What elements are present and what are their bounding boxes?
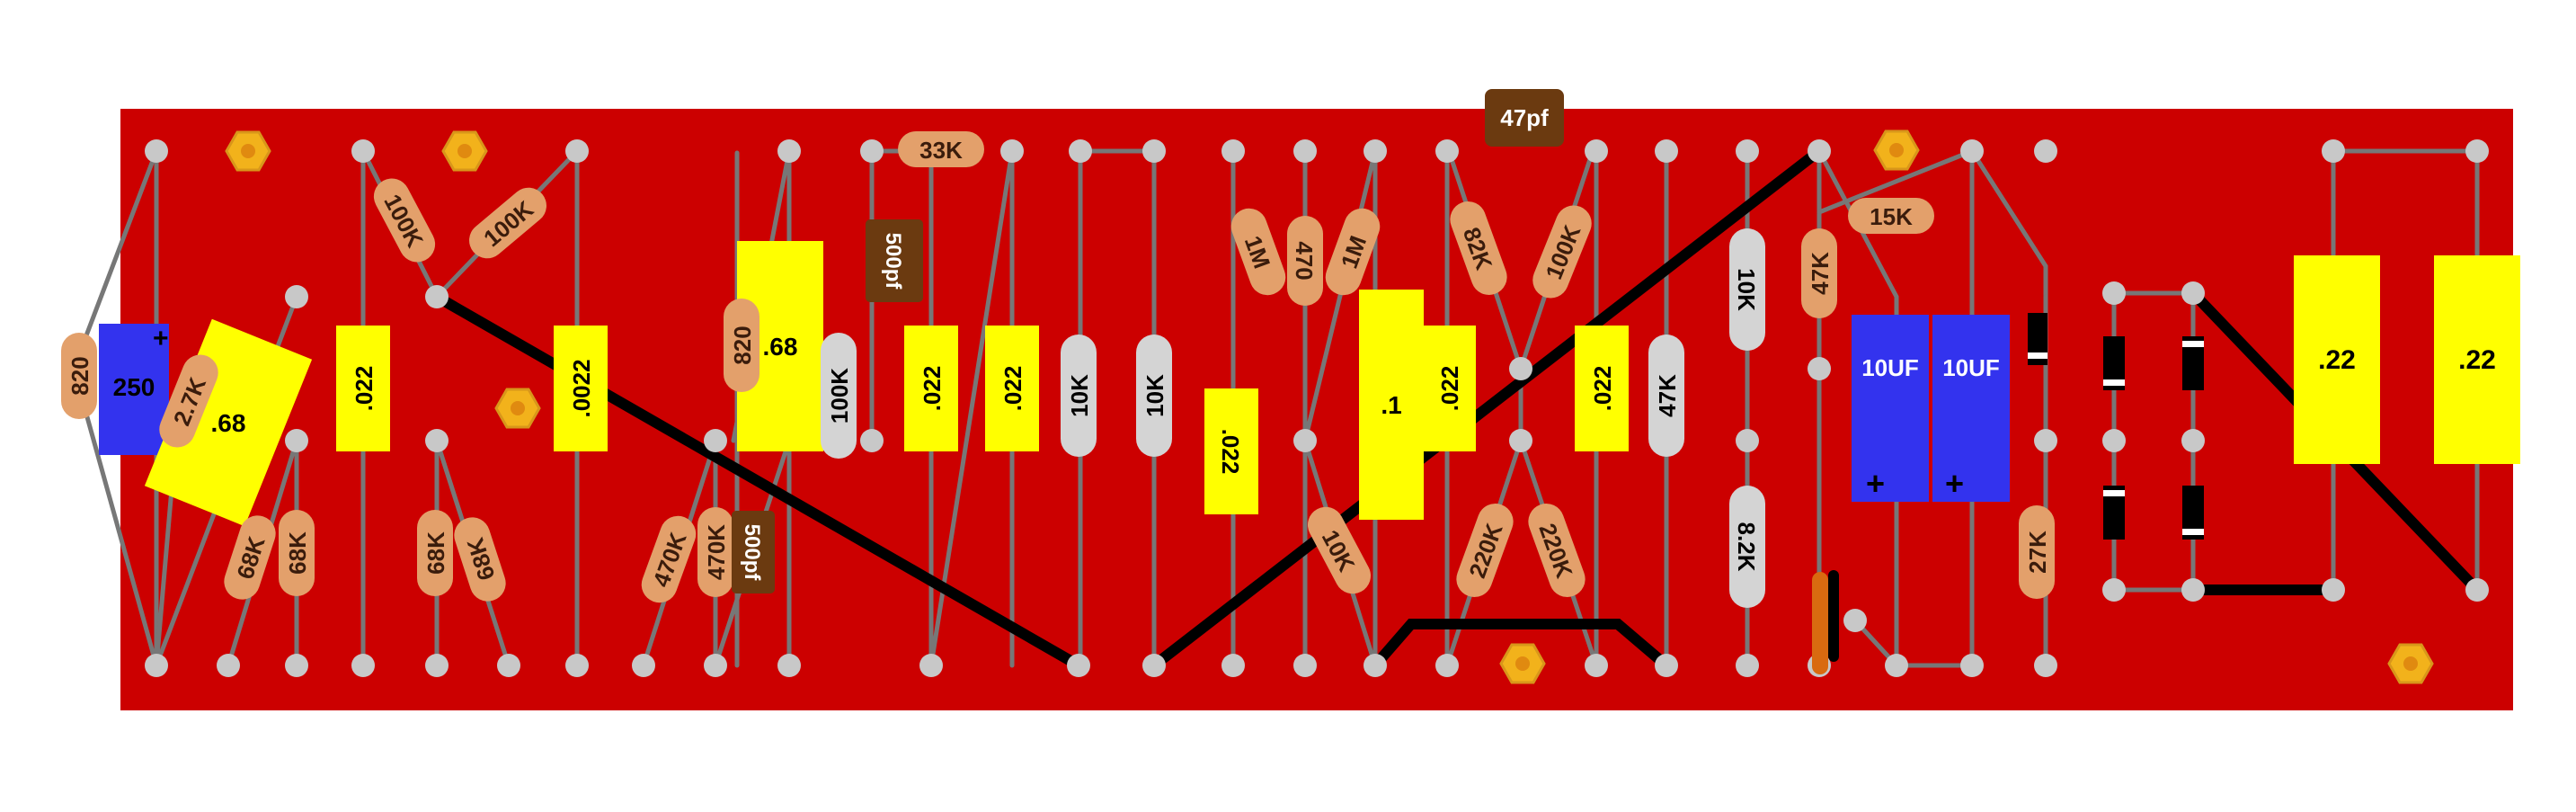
resistor-10k-grey-c: 10K (1729, 228, 1765, 351)
component-label: .022 (999, 366, 1026, 412)
component-label: 10UF (1942, 354, 2000, 381)
resistor-8-2k: 8.2K (1729, 486, 1765, 608)
component-label: 33K (919, 137, 963, 164)
circuit-board (120, 109, 2513, 710)
component-label: 100K (826, 368, 853, 424)
resistor-10k-grey-a: 10K (1061, 335, 1097, 457)
diode-black-b (2103, 336, 2125, 390)
film-cap-022-b: .022 (904, 326, 958, 451)
resistor-470: 470 (1287, 216, 1323, 306)
resistor-47k-grey: 47K (1648, 335, 1684, 457)
component-label: 500pf (740, 524, 764, 582)
component-label: .22 (2318, 345, 2356, 375)
resistor-820-mid: 820 (724, 299, 759, 392)
resistor-68k-b: 68K (279, 510, 315, 596)
component-label: 68K (422, 531, 449, 575)
diode-vertical (1812, 572, 1828, 674)
component-label: 820 (729, 326, 756, 364)
component-label: 47K (1654, 374, 1681, 417)
component-label: 500pf (881, 233, 905, 290)
cap-500pf-a: 500pf (732, 511, 775, 593)
component-label: .1 (1381, 391, 1401, 419)
resistor-27k: 27K (2019, 505, 2055, 599)
component-label: 10K (1733, 268, 1760, 311)
resistor-100k-grey: 100K (821, 333, 857, 459)
resistor-470k-b: 470K (697, 507, 733, 597)
diode-black-e (2182, 486, 2204, 540)
pads (145, 139, 2489, 677)
component-label: 27K (2024, 531, 2051, 574)
polarity-plus-mark: + (1945, 465, 1964, 502)
resistor-1m-b: 1M (1325, 208, 1381, 296)
diode-black-a (2028, 313, 2047, 365)
resistor-15k: 15K (1848, 198, 1934, 234)
component-label: 68K (284, 531, 311, 575)
polarity-plus-mark: + (1866, 465, 1885, 502)
film-cap-022-d: .022 (1204, 388, 1258, 514)
component-label: 47pf (1500, 104, 1549, 131)
component-label: 250 (113, 373, 155, 401)
resistor-820-left: 820 (61, 333, 97, 419)
film-cap-068-left: .68 (144, 318, 313, 527)
resistor-68k-a: 68K (224, 515, 276, 600)
component-label: 15K (1870, 203, 1913, 230)
component-label: .022 (1217, 429, 1244, 475)
pot-250: + 250 (99, 324, 169, 455)
cap-500pf-b: 500pf (866, 219, 923, 302)
resistor-10k-grey-b: 10K (1136, 335, 1172, 457)
component-label: 10K (1141, 374, 1168, 417)
film-cap-0022: .0022 (554, 326, 608, 451)
electrolytic-10uf-b: 10UF + (1932, 315, 2010, 502)
diode-black-d (2103, 486, 2125, 540)
component-label: 47K (1807, 252, 1834, 295)
component-label: .68 (211, 409, 246, 437)
film-cap-022-a: .022 (336, 326, 390, 451)
resistor-68k-c: 68K (417, 510, 453, 596)
component-label: .022 (351, 366, 378, 412)
resistor-1m-a: 1M (1230, 208, 1286, 296)
film-cap-1: .1 (1359, 290, 1424, 520)
resistor-47k-orange: 47K (1801, 228, 1837, 318)
electrolytic-10uf-a: 10UF + (1852, 315, 1929, 502)
component-label: 470 (1291, 241, 1318, 280)
component-label: 470K (703, 524, 730, 580)
diode-black-c (2182, 336, 2204, 390)
film-cap-022-c: .022 (985, 326, 1039, 451)
component-label: 10K (1066, 374, 1093, 417)
film-cap-022-e: .022 (1422, 326, 1476, 451)
component-label: .022 (919, 366, 946, 412)
cap-47pf: 47pf (1485, 89, 1564, 147)
component-label: .022 (1589, 366, 1616, 412)
pot-plus-mark: + (153, 324, 169, 353)
component-label: .022 (1436, 366, 1463, 412)
component-label: 10UF (1861, 354, 1919, 381)
component-label: 8.2K (1733, 522, 1760, 572)
component-label: 820 (67, 356, 93, 395)
film-cap-022-f: .022 (1575, 326, 1629, 451)
component-label: .22 (2458, 345, 2496, 375)
film-cap-22-a: .22 (2294, 255, 2380, 464)
component-label: .68 (763, 333, 798, 361)
component-label: .0022 (568, 359, 595, 417)
film-cap-22-b: .22 (2434, 255, 2520, 464)
resistor-33k: 33K (898, 131, 984, 167)
